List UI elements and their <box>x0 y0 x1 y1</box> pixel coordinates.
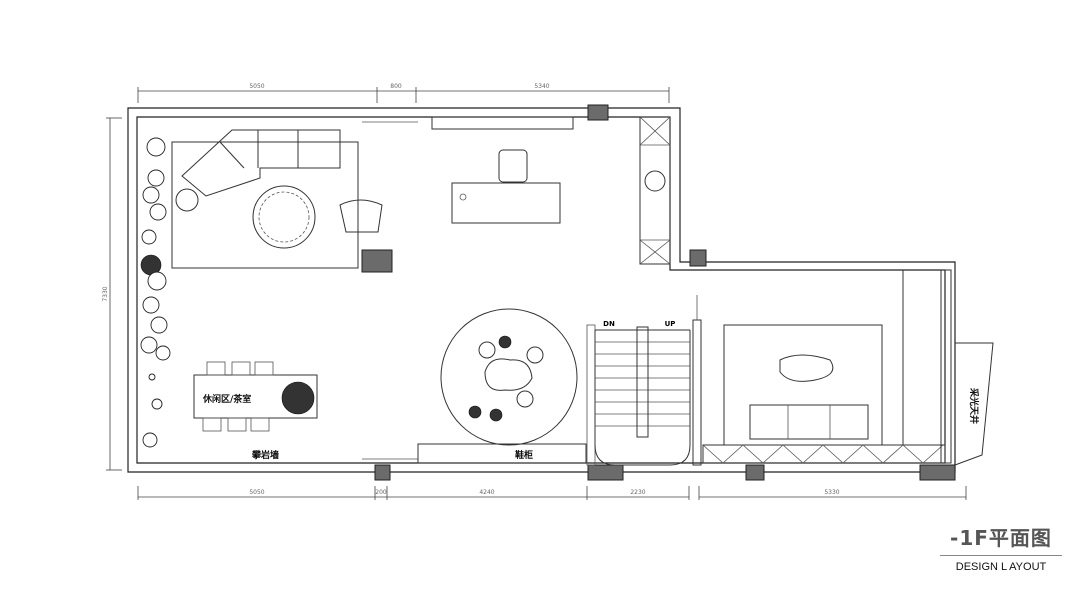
title-divider <box>940 555 1062 556</box>
living-room-right <box>702 270 946 464</box>
walls <box>127 107 956 473</box>
dim-bottom-3: 4240 <box>479 489 494 496</box>
dim-bottom-1: 5050 <box>249 489 264 496</box>
label-skylight: 采光天井 <box>968 387 980 424</box>
dim-top-2: 800 <box>390 83 402 90</box>
dim-left: 7330 <box>102 286 109 301</box>
round-lounge <box>440 308 578 446</box>
label-shoe-cabinet: 鞋柜 <box>515 449 533 461</box>
lounge-furniture <box>171 129 383 269</box>
dim-bottom-5: 5330 <box>824 489 839 496</box>
planters <box>140 137 171 448</box>
stair-down-label: DN <box>603 320 615 328</box>
title-block: -1F平面图 DESIGN L AYOUT <box>940 522 1062 573</box>
sink-cabinet <box>639 116 671 265</box>
plan-subtitle: DESIGN L AYOUT <box>955 561 1047 573</box>
plan-title: -1F平面图 <box>950 526 1052 550</box>
label-lounge-tea: 休闲区/茶室 <box>202 393 251 405</box>
staircase: DN UP <box>586 295 702 466</box>
structural-columns <box>361 104 956 481</box>
dim-bottom-2: 200 <box>375 489 387 496</box>
stair-up-label: UP <box>665 320 676 328</box>
dim-top-1: 5050 <box>249 83 264 90</box>
top-dimensions: 5050 800 5340 <box>137 83 670 103</box>
skylight-well: 采光天井 <box>940 269 994 466</box>
tea-table: 休闲区/茶室 <box>193 361 318 432</box>
bottom-dimensions: 5050 200 4240 2230 5330 <box>137 486 967 500</box>
label-climbing-wall: 攀岩墙 <box>251 449 279 461</box>
dim-top-3: 5340 <box>534 83 549 90</box>
office-desk <box>431 116 574 224</box>
dim-bottom-4: 2230 <box>630 489 645 496</box>
left-dimension: 7330 <box>102 117 122 471</box>
shoe-cabinet: 鞋柜 <box>417 443 587 464</box>
